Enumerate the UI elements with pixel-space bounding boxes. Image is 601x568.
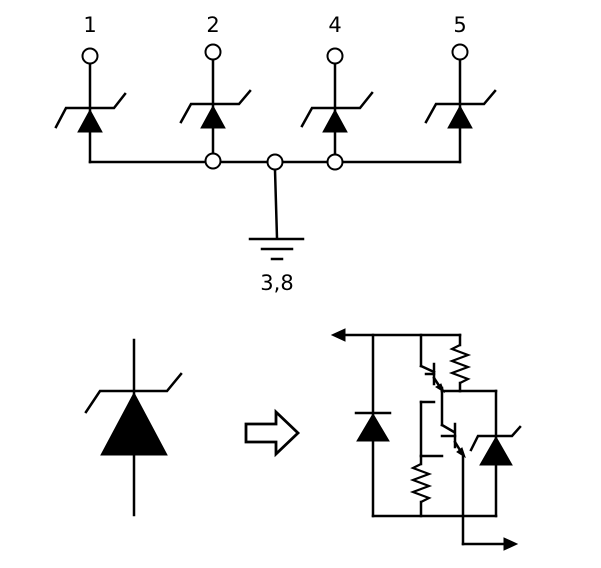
junction-node xyxy=(204,152,222,170)
transistor-q1-icon xyxy=(419,333,445,394)
ground-symbol xyxy=(248,168,305,261)
pin-label-2: 2 xyxy=(206,13,219,37)
tvs-diode-pin-1 xyxy=(54,47,127,164)
common-bus xyxy=(88,153,462,171)
resistor-icon xyxy=(409,454,433,518)
arrow-right-icon xyxy=(503,537,519,551)
top-schematic: 1 2 4 5 xyxy=(54,13,497,295)
pin-terminal-5 xyxy=(451,43,469,61)
resistor-icon xyxy=(448,333,472,393)
transistor-q2-icon xyxy=(440,389,466,459)
pin-label-4: 4 xyxy=(328,13,341,37)
ground-junction-node xyxy=(266,153,284,171)
pin-terminal-1 xyxy=(81,47,99,65)
equivalent-circuit xyxy=(330,328,522,551)
tvs-diode-pin-4 xyxy=(300,47,374,171)
tvs-diode-icon xyxy=(100,391,168,456)
tvs-diode-icon xyxy=(479,435,513,466)
large-tvs-diode-symbol xyxy=(84,338,183,517)
tvs-diode-icon xyxy=(322,108,348,133)
diode-icon xyxy=(356,413,390,442)
tvs-diode-icon xyxy=(77,108,103,133)
pin-terminal-2 xyxy=(204,43,222,61)
tvs-diode-pin-2 xyxy=(179,43,252,170)
ground-pin-label: 3,8 xyxy=(260,271,293,295)
pin-label-5: 5 xyxy=(453,13,466,37)
tvs-diode-icon xyxy=(447,104,473,129)
pin-label-1: 1 xyxy=(83,13,96,37)
tvs-diode-pin-5 xyxy=(424,43,497,164)
tvs-diode-icon xyxy=(200,104,226,129)
junction-node xyxy=(326,153,344,171)
pin-terminal-4 xyxy=(326,47,344,65)
arrow-left-icon xyxy=(330,328,346,342)
hollow-right-arrow-icon xyxy=(244,408,301,458)
